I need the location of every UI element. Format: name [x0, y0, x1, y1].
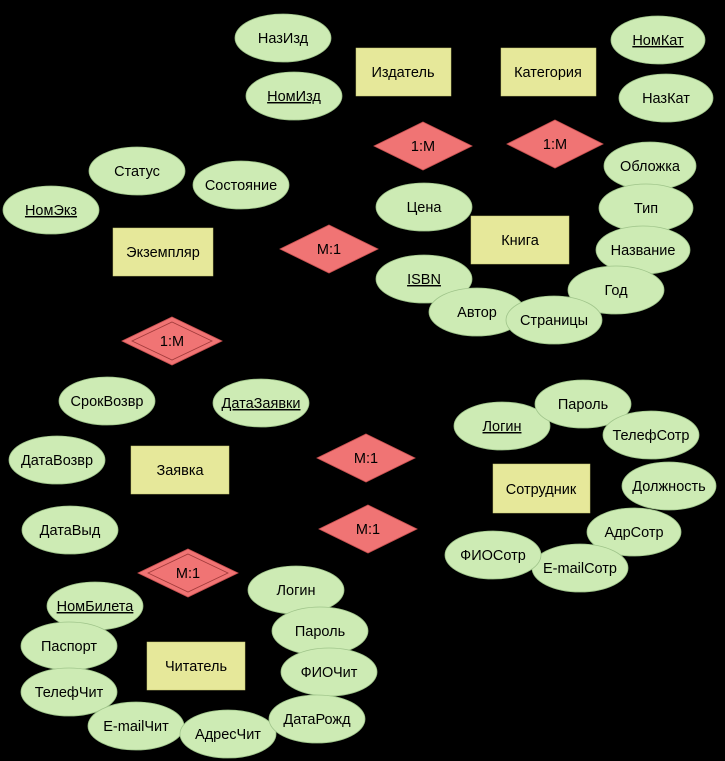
attr-nomkat-label: НомКат [632, 33, 684, 49]
attr-datavyd: ДатаВыд [21, 505, 119, 555]
relationship-izd-kniga-label: 1:M [411, 139, 435, 155]
attr-nazizd-label: НазИзд [258, 31, 309, 47]
attr-oblozhka: Обложка [603, 141, 697, 191]
attr-datazayavki-label: ДатаЗаявки [222, 396, 301, 412]
relationship-ekz-zayavka: 1:M [121, 316, 223, 366]
relationship-zayavka-sotr-2: M:1 [318, 504, 418, 554]
relationship-zayavka-sotr-1: M:1 [316, 433, 416, 483]
attr-emailsotr-label: E-mailСотр [543, 561, 617, 577]
attr-tsena: Цена [375, 182, 473, 232]
attr-nombileta-label: НомБилета [57, 599, 135, 615]
attr-srokvozvr-label: СрокВозвр [71, 394, 144, 410]
attr-datavozvr-label: ДатаВозвр [21, 453, 93, 469]
entity-chitatel: Читатель [146, 641, 246, 691]
attr-nomekz: НомЭкз [2, 185, 100, 235]
attr-datarozhd-label: ДатаРожд [283, 712, 351, 728]
relationship-zayavka-sotr-1-label: M:1 [354, 451, 378, 467]
attr-dolzhnost-label: Должность [632, 479, 705, 495]
attr-status-label: Статус [114, 164, 160, 180]
attr-parol-chit-label: Пароль [295, 624, 345, 640]
attr-god-label: Год [604, 283, 628, 299]
entity-ekzemplyar-label: Экземпляр [126, 245, 200, 261]
attr-stranitsy: Страницы [505, 295, 603, 345]
attr-avtor-label: Автор [457, 305, 497, 321]
attr-datazayavki: ДатаЗаявки [212, 378, 310, 428]
attr-nazizd: НазИзд [234, 13, 332, 63]
relationship-izd-kniga: 1:M [373, 121, 473, 171]
attr-sostoyanie-label: Состояние [205, 178, 277, 194]
attr-login-chit-label: Логин [277, 583, 316, 599]
attr-login-chit: Логин [247, 565, 345, 615]
relationship-kat-kniga-label: 1:M [543, 137, 567, 153]
relationship-ekz-kniga: M:1 [279, 224, 379, 274]
attr-nomizd-label: НомИзд [267, 89, 321, 105]
attr-nomkat: НомКат [610, 15, 706, 65]
attr-login-sotr-label: Логин [483, 419, 522, 435]
attr-nazkat-label: НазКат [642, 91, 690, 107]
attr-nazvanie: Название [595, 225, 691, 275]
attr-isbn-label: ISBN [407, 272, 441, 288]
entity-sotrudnik-label: Сотрудник [506, 482, 577, 498]
attr-avtor: Автор [428, 287, 526, 337]
entity-kniga-label: Книга [501, 233, 540, 249]
attr-status: Статус [88, 146, 186, 196]
entity-ekzemplyar: Экземпляр [112, 227, 214, 277]
attr-datarozhd: ДатаРожд [268, 694, 366, 744]
attr-datavozvr: ДатаВозвр [8, 435, 106, 485]
entity-zayavka-label: Заявка [156, 463, 204, 479]
attr-tip: Тип [598, 183, 694, 233]
attr-fiochit: ФИОЧит [280, 647, 378, 697]
entity-kniga: Книга [470, 215, 570, 265]
entity-kategoriya-label: Категория [514, 65, 582, 81]
attr-parol-sotr: Пароль [534, 379, 632, 429]
attr-fiosotr-label: ФИОСотр [460, 548, 526, 564]
attr-telefsotr-label: ТелефСотр [612, 428, 689, 444]
attr-pasport: Паспорт [20, 621, 118, 671]
attr-fiosotr: ФИОСотр [444, 530, 542, 580]
attr-emailsotr: E-mailСотр [531, 543, 629, 593]
attr-login-sotr: Логин [453, 401, 551, 451]
relationship-zayavka-chit-label: M:1 [176, 566, 200, 582]
attr-tip-label: Тип [634, 201, 658, 217]
entity-zayavka: Заявка [130, 445, 230, 495]
attr-adreschit: АдресЧит [179, 709, 277, 759]
relationship-ekz-zayavka-label: 1:M [160, 334, 184, 350]
attr-telefsotr: ТелефСотр [602, 410, 700, 460]
attr-oblozhka-label: Обложка [620, 159, 681, 175]
relationship-zayavka-sotr-2-label: M:1 [356, 522, 380, 538]
attr-emailchit: E-mailЧит [87, 701, 185, 751]
attr-emailchit-label: E-mailЧит [103, 719, 169, 735]
attr-sostoyanie: Состояние [192, 160, 290, 210]
attr-isbn: ISBN [375, 254, 473, 304]
attr-parol-sotr-label: Пароль [558, 397, 608, 413]
relationship-kat-kniga: 1:M [506, 119, 604, 169]
relationship-zayavka-chit: M:1 [137, 548, 239, 598]
attr-telefchit-label: ТелефЧит [35, 685, 104, 701]
attr-pasport-label: Паспорт [41, 639, 97, 655]
attr-adrsotr: АдрСотр [586, 507, 682, 557]
entity-kategoriya: Категория [500, 47, 597, 97]
attr-fiochit-label: ФИОЧит [301, 665, 358, 681]
attr-stranitsy-label: Страницы [520, 313, 588, 329]
attr-god: Год [567, 265, 665, 315]
attr-srokvozvr: СрокВозвр [58, 376, 156, 426]
entity-izdatel-label: Издатель [371, 65, 434, 81]
attr-nomizd: НомИзд [245, 71, 343, 121]
relationship-ekz-kniga-label: M:1 [317, 242, 341, 258]
attr-nazkat: НазКат [618, 73, 714, 123]
attr-nombileta: НомБилета [46, 581, 144, 631]
entity-chitatel-label: Читатель [165, 659, 227, 675]
attr-adreschit-label: АдресЧит [195, 727, 261, 743]
attr-datavyd-label: ДатаВыд [40, 523, 101, 539]
entity-izdatel: Издатель [355, 47, 452, 97]
entity-sotrudnik: Сотрудник [492, 463, 591, 514]
attr-parol-chit: Пароль [271, 606, 369, 656]
attr-nazvanie-label: Название [611, 243, 676, 259]
attr-nomekz-label: НомЭкз [25, 203, 77, 219]
attr-telefchit: ТелефЧит [20, 667, 118, 717]
attr-tsena-label: Цена [407, 200, 443, 216]
attr-dolzhnost: Должность [621, 461, 717, 511]
attr-adrsotr-label: АдрСотр [604, 525, 663, 541]
